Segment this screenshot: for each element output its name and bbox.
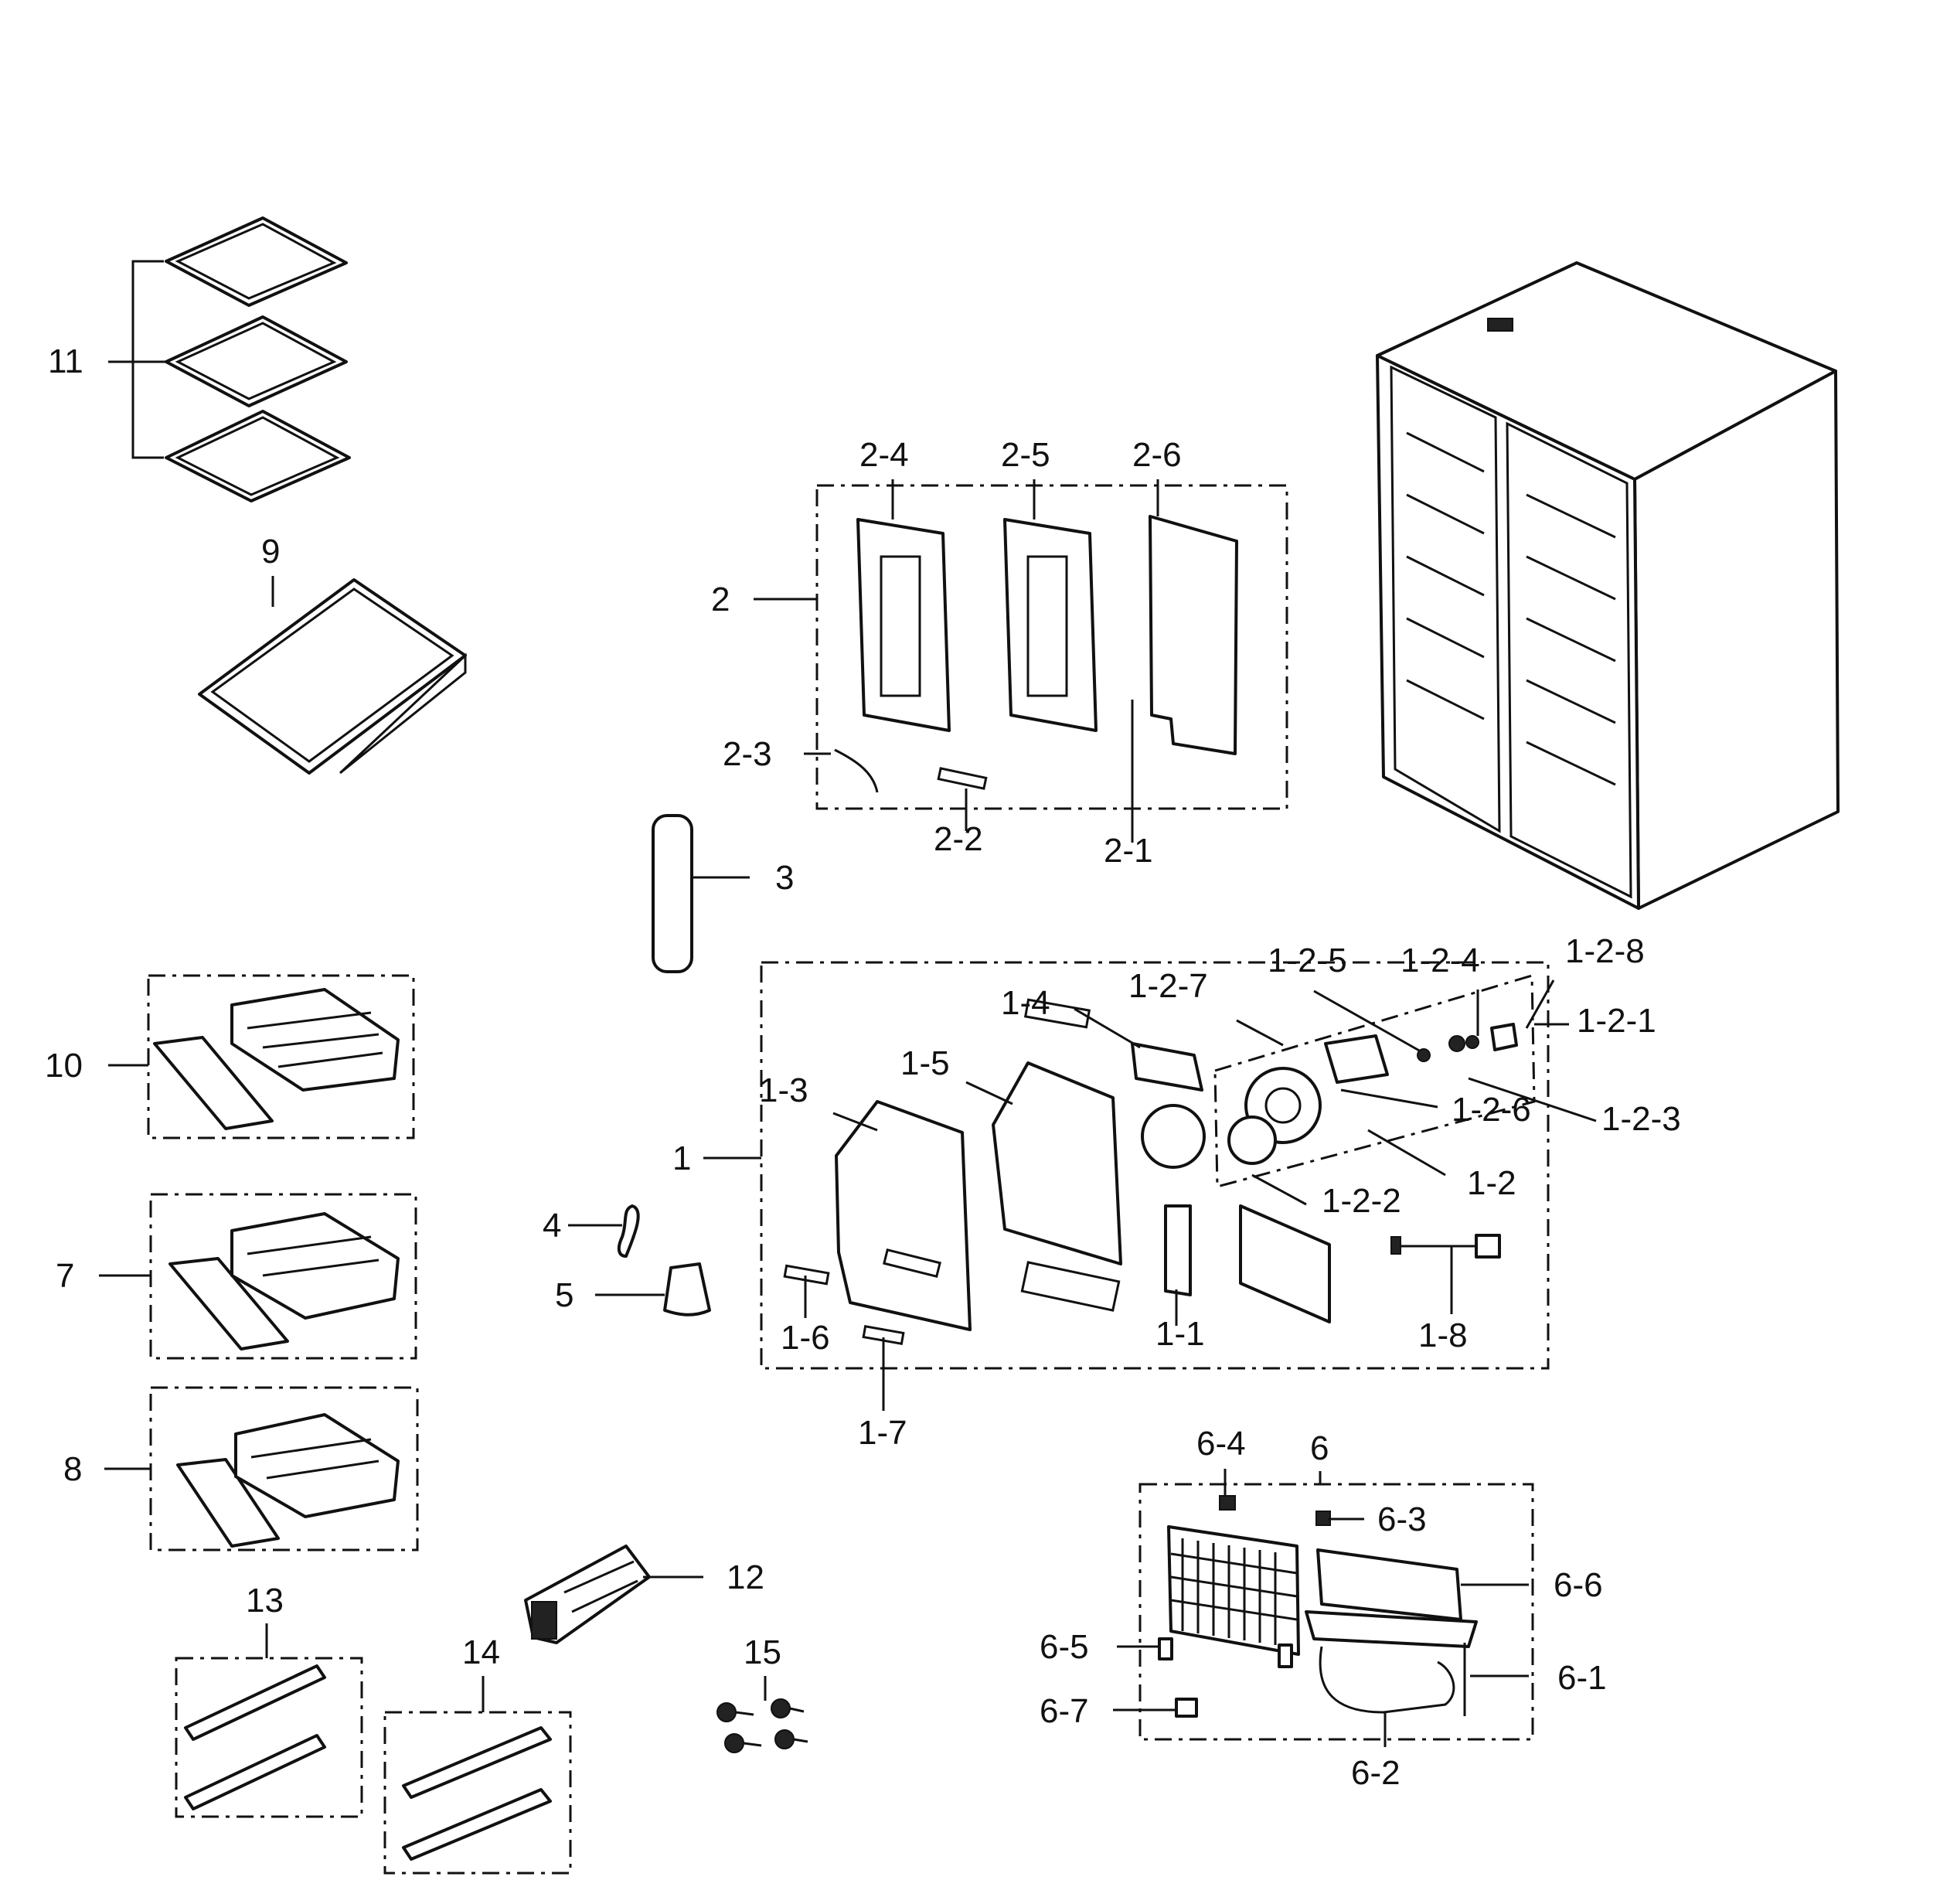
callout-7: 7 [56, 1257, 74, 1295]
box-6 [1138, 1483, 1534, 1741]
part-2-2 [937, 767, 988, 790]
box-10 [147, 974, 415, 1139]
callout-1-2-2: 1-2-2 [1322, 1182, 1401, 1220]
drawer-7 [168, 1212, 400, 1351]
icemaker-12 [524, 1545, 651, 1644]
drawer-8 [176, 1413, 400, 1548]
callout-1-2-1: 1-2-1 [1577, 1002, 1656, 1040]
callout-3: 3 [775, 859, 794, 897]
cabinet [1376, 261, 1840, 910]
callout-11: 11 [48, 342, 83, 380]
glass-shelf [198, 578, 467, 775]
evaporator [1158, 1495, 1478, 1718]
part-1-2-7 [1131, 1042, 1203, 1092]
callout-2-5: 2-5 [1001, 436, 1050, 474]
callout-1-7: 1-7 [858, 1414, 907, 1452]
cover-1-2 [1239, 1204, 1331, 1323]
box-1-2 [1213, 973, 1536, 1188]
fan-shroud [1141, 1104, 1206, 1169]
leader-11 [108, 260, 166, 459]
callout-2-6: 2-6 [1132, 436, 1182, 474]
callout-2: 2 [711, 581, 730, 618]
callout-15: 15 [744, 1633, 781, 1671]
callout-12: 12 [727, 1558, 764, 1596]
box-2 [815, 484, 1288, 810]
callout-6-6: 6-6 [1554, 1566, 1603, 1604]
leaders-6 [1113, 1469, 1529, 1747]
callout-1-2-6: 1-2-6 [1452, 1091, 1531, 1129]
drawer-10 [153, 988, 400, 1130]
callout-6-2: 6-2 [1351, 1754, 1401, 1792]
leaders-2-top [891, 479, 1159, 519]
callout-8: 8 [63, 1450, 82, 1488]
callout-5: 5 [555, 1276, 573, 1314]
duct-1-5 [992, 1061, 1122, 1312]
part-2-3 [834, 748, 879, 793]
fan-motor-assembly [1227, 1023, 1518, 1165]
part-1-4-top [1023, 998, 1091, 1029]
callout-2-3: 2-3 [723, 735, 772, 773]
screws-15 [716, 1698, 808, 1753]
callout-1: 1 [672, 1139, 691, 1177]
callout-1-6: 1-6 [781, 1319, 830, 1357]
callout-2-1: 2-1 [1104, 832, 1153, 870]
callout-1-2: 1-2 [1467, 1164, 1516, 1202]
panel-2-4 [856, 518, 951, 732]
panel-2-6 [1149, 515, 1238, 755]
callout-6: 6 [1310, 1429, 1329, 1467]
callout-14: 14 [462, 1633, 500, 1671]
part-5 [663, 1262, 711, 1316]
rails-13 [184, 1664, 326, 1810]
leaders-2-bottom [804, 752, 1134, 843]
callout-1-2-8: 1-2-8 [1565, 932, 1645, 970]
callout-6-5: 6-5 [1040, 1628, 1089, 1666]
callout-6-4: 6-4 [1196, 1425, 1246, 1463]
part-1-1 [1164, 1204, 1192, 1296]
callout-2-4: 2-4 [859, 436, 909, 474]
rails-14 [402, 1726, 552, 1861]
callout-9: 9 [261, 533, 280, 571]
callout-10: 10 [45, 1047, 83, 1085]
panel-2-5 [1003, 518, 1098, 732]
callout-1-2-4: 1-2-4 [1401, 942, 1480, 979]
shelf-group [165, 216, 351, 502]
callout-4: 4 [543, 1207, 561, 1245]
callout-1-1: 1-1 [1155, 1315, 1205, 1353]
callout-6-3: 6-3 [1377, 1500, 1427, 1538]
callout-1-2-3: 1-2-3 [1601, 1100, 1681, 1138]
harness-1-8 [1390, 1234, 1501, 1259]
leaders-1 [804, 979, 1597, 1411]
callout-6-1: 6-1 [1557, 1659, 1607, 1697]
part-4 [617, 1204, 640, 1258]
part-3 [652, 814, 693, 973]
callout-6-7: 6-7 [1040, 1692, 1089, 1730]
callout-1-2-7: 1-2-7 [1128, 967, 1208, 1005]
callout-1-8: 1-8 [1418, 1316, 1468, 1354]
callout-1-4: 1-4 [1001, 984, 1050, 1022]
box-1 [760, 961, 1550, 1370]
callout-1-3: 1-3 [759, 1071, 808, 1109]
callout-2-2: 2-2 [934, 820, 983, 858]
callout-1-2-5: 1-2-5 [1268, 942, 1347, 979]
callout-13: 13 [246, 1582, 284, 1620]
duct-1-3 [835, 1100, 972, 1331]
callout-1-5: 1-5 [900, 1044, 950, 1082]
